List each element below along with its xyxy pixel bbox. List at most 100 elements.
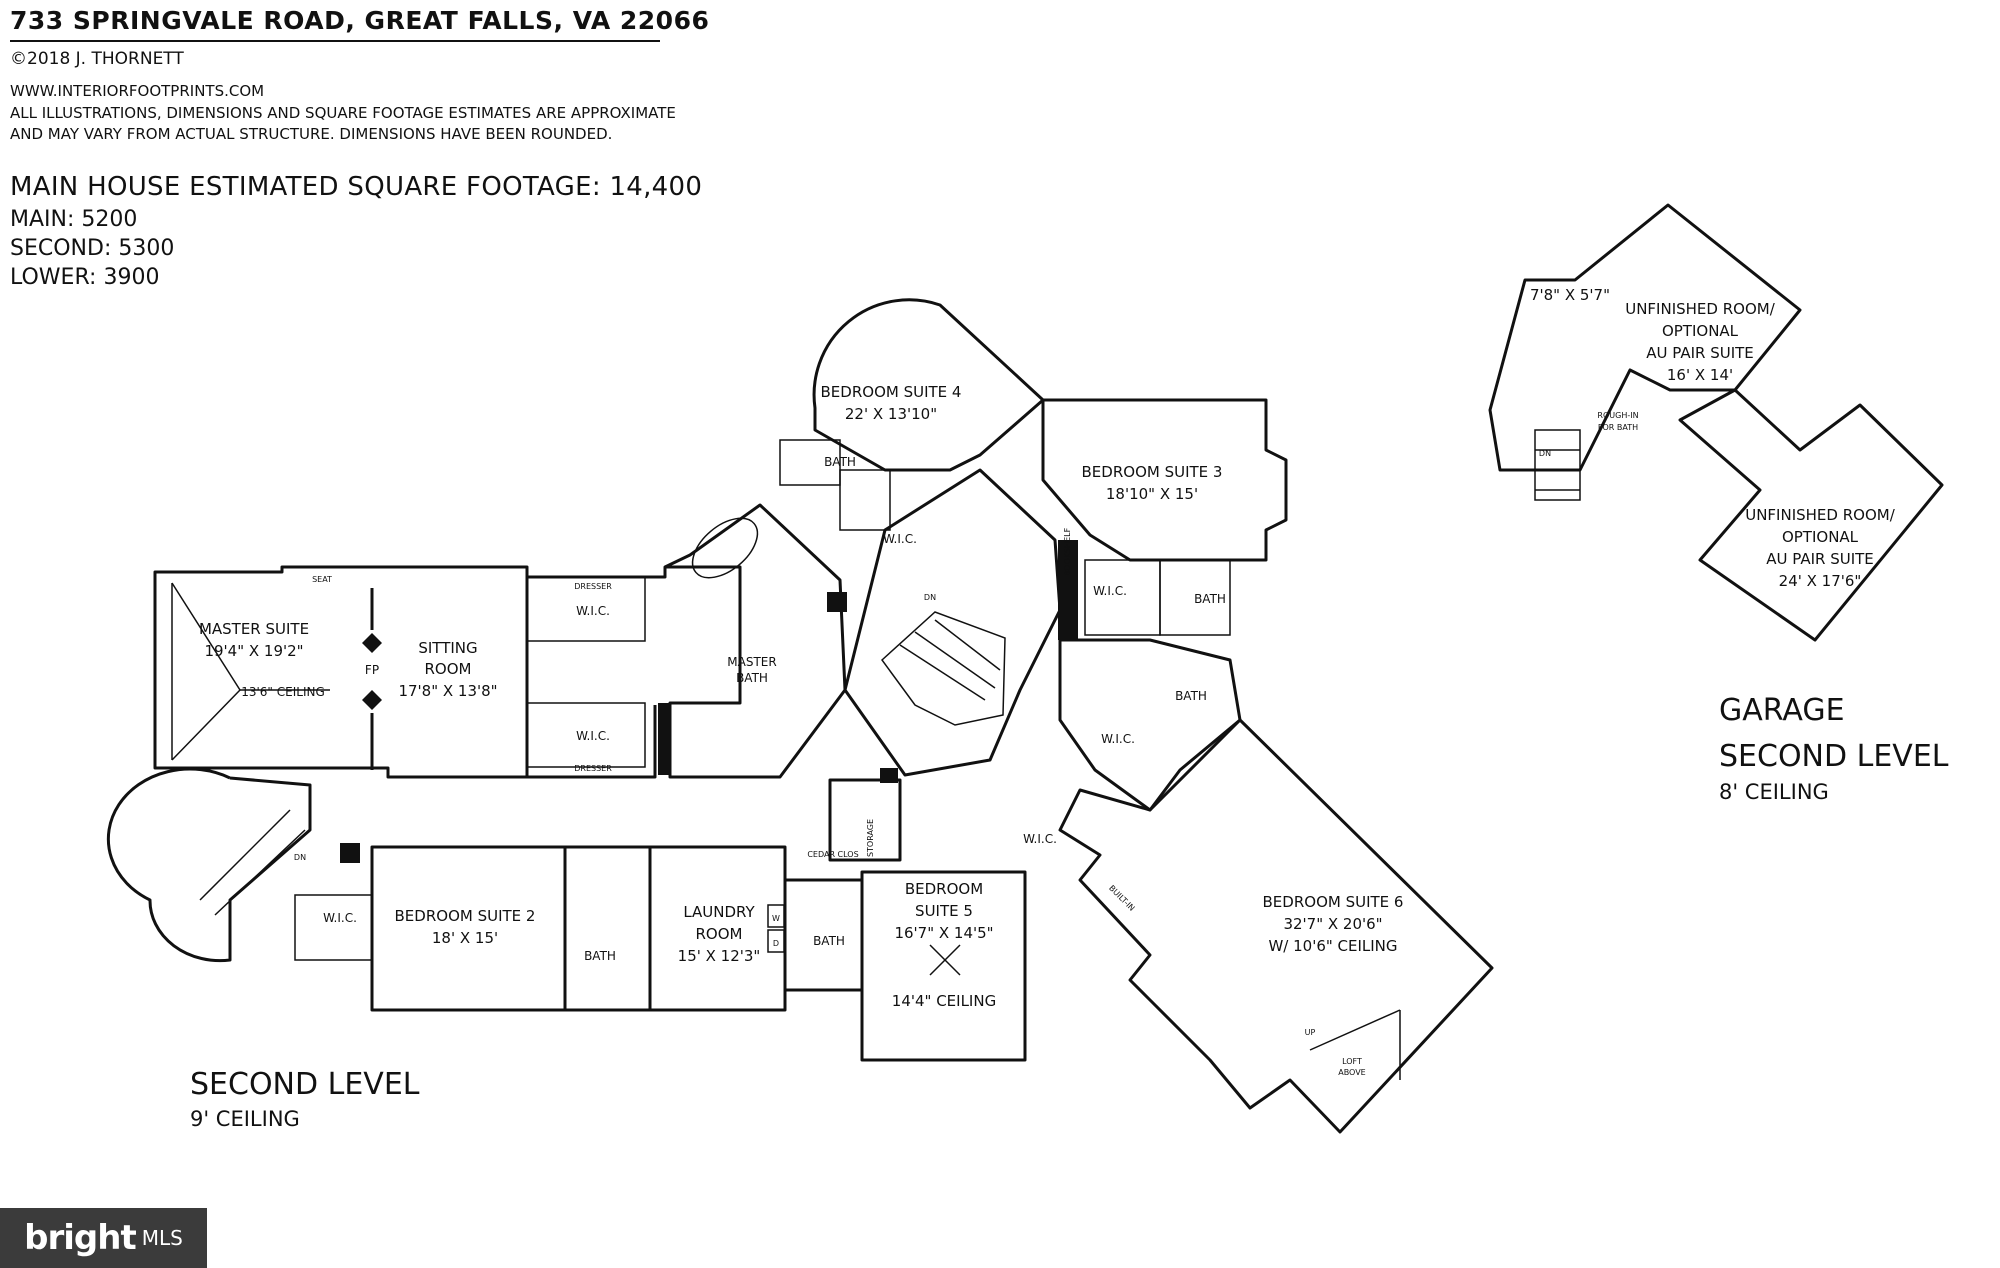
bath-label: BATH: [1175, 689, 1207, 703]
wic-label: W.I.C.: [576, 729, 610, 743]
wic-lower-walls: [527, 705, 657, 779]
bedroom-suite-4-walls: [812, 298, 1045, 472]
square-footage-second: SECOND: 5300: [10, 236, 175, 261]
loft-label-2: ABOVE: [1338, 1068, 1366, 1077]
wall-block: [1058, 540, 1078, 640]
bedroom-suite-3-dims: 18'10" X 15': [1106, 485, 1198, 503]
sitting-room-name-1: SITTING: [418, 639, 477, 657]
bedroom-suite-3-name: BEDROOM SUITE 3: [1082, 463, 1223, 481]
master-bath-walls: [663, 503, 847, 779]
bedroom-suite-6-dims: 32'7" X 20'6": [1283, 915, 1382, 933]
garage-title-line-2: SECOND LEVEL: [1719, 739, 1949, 774]
stair-dn-label: DN: [924, 593, 936, 602]
garage-upper-line-2: OPTIONAL: [1662, 322, 1739, 340]
garage-upper-line-1: UNFINISHED ROOM/: [1625, 300, 1775, 318]
wic-label: W.I.C.: [576, 604, 610, 618]
garage-labels: 7'8" X 5'7" UNFINISHED ROOM/ OPTIONAL AU…: [1530, 286, 1896, 590]
dresser-label: DRESSER: [574, 764, 612, 773]
wall-block: [658, 703, 670, 775]
bath-label: BATH: [1194, 592, 1226, 606]
bedroom-suite-6-walls: [1058, 718, 1494, 1134]
bath-5-walls: [783, 878, 864, 992]
bedroom-suite-5-ceiling: 14'4" CEILING: [892, 992, 996, 1010]
website-text: WWW.INTERIORFOOTPRINTS.COM: [10, 82, 265, 100]
square-footage-title: MAIN HOUSE ESTIMATED SQUARE FOOTAGE: 14,…: [10, 172, 703, 202]
stair-dn-label: DN: [294, 853, 306, 862]
washer: [767, 904, 785, 928]
master-suite-walls: [153, 565, 529, 779]
wic-label: W.I.C.: [1023, 832, 1057, 846]
stair-rail: [214, 829, 306, 916]
garage-upper-dims: 16' X 14': [1667, 366, 1733, 384]
bedroom-suite-6-ceiling: W/ 10'6" CEILING: [1268, 937, 1397, 955]
rough-in-label-1: ROUGH-IN: [1597, 411, 1638, 420]
square-footage-main: MAIN: 5200: [10, 207, 138, 232]
bedroom-suite-5-dims: 16'7" X 14'5": [894, 924, 993, 942]
master-bath-name-2: BATH: [736, 671, 768, 685]
garage-lower-dims: 24' X 17'6": [1779, 572, 1862, 590]
stair-tread: [899, 644, 986, 701]
garage-lower-line-1: UNFINISHED ROOM/: [1745, 506, 1895, 524]
bedroom-suite-5-name-1: BEDROOM: [905, 880, 983, 898]
bath-label: BATH: [584, 949, 616, 963]
stair-tower-walls: [106, 767, 312, 963]
laundry-name-2: ROOM: [696, 925, 743, 943]
wic-label: W.I.C.: [883, 532, 917, 546]
bedroom-suite-3-walls: [1041, 398, 1288, 562]
bright-mls-badge: bright MLS: [0, 1208, 207, 1268]
rough-in-label-2: FOR BATH: [1598, 423, 1638, 432]
master-suite-vault-line: [171, 689, 241, 761]
bath-3: [1159, 559, 1231, 636]
wall-block: [827, 592, 847, 612]
second-level-title: SECOND LEVEL: [190, 1067, 420, 1102]
wic-upper: [526, 576, 646, 642]
bedroom-suite-2-name: BEDROOM SUITE 2: [395, 907, 536, 925]
cedar-closet-label: CEDAR CLOS: [807, 850, 858, 859]
master-bath-name-1: MASTER: [727, 655, 776, 669]
loft-line: [1309, 1009, 1401, 1051]
fireplace-top: [362, 633, 382, 653]
garage-small-room-dims: 7'8" X 5'7": [1530, 286, 1610, 304]
property-address: 733 SPRINGVALE ROAD, GREAT FALLS, VA 220…: [10, 6, 710, 35]
bedroom-suite-5-name-2: SUITE 5: [915, 902, 973, 920]
garage-stair: [1534, 429, 1581, 501]
master-suite-vault-line: [171, 582, 241, 691]
square-footage-lower: LOWER: 3900: [10, 265, 160, 290]
sitting-room-dims: 17'8" X 13'8": [398, 682, 497, 700]
garage-upper-room-walls: [1488, 203, 1802, 472]
dryer: [767, 929, 785, 953]
bedroom-suite-4-dims: 22' X 13'10": [845, 405, 937, 423]
address-underline: [10, 40, 660, 42]
garage-upper-line-3: AU PAIR SUITE: [1646, 344, 1754, 362]
bright-logo-word: bright: [24, 1218, 137, 1258]
bath-label: BATH: [813, 934, 845, 948]
second-level-plan: [106, 298, 1494, 1134]
disclaimer-line-2: AND MAY VARY FROM ACTUAL STRUCTURE. DIME…: [10, 125, 613, 143]
copyright-text: ©2018 J. THORNETT: [10, 49, 184, 69]
disclaimer-line-1: ALL ILLUSTRATIONS, DIMENSIONS AND SQUARE…: [10, 104, 676, 122]
wic-label: W.I.C.: [323, 911, 357, 925]
central-staircase: [880, 611, 1006, 726]
wic-2: [294, 894, 373, 961]
fireplace-label: FP: [365, 663, 379, 677]
dresser-label: DRESSER: [574, 582, 612, 591]
bedroom-suite-4-name: BEDROOM SUITE 4: [821, 383, 962, 401]
wic-lower: [526, 702, 646, 768]
stair-hall-walls: [843, 468, 1062, 777]
garage-dn-label: DN: [1539, 449, 1551, 458]
stair-tread: [914, 631, 996, 689]
shower-4: [839, 469, 891, 531]
storage-walls: [828, 778, 902, 862]
bedroom-suite-6-name: BEDROOM SUITE 6: [1263, 893, 1404, 911]
wic-label: W.I.C.: [1093, 584, 1127, 598]
laundry-name-1: LAUNDRY: [683, 903, 755, 921]
master-suite-ceiling: 13'6" CEILING: [241, 685, 325, 699]
loft-label-1: LOFT: [1342, 1057, 1362, 1066]
up-label: UP: [1305, 1028, 1316, 1037]
wall-block: [340, 843, 360, 863]
washer-label: W: [772, 914, 780, 923]
second-level-labels: MASTER SUITE 19'4" X 19'2" 13'6" CEILING…: [199, 383, 1404, 1077]
master-tub: [691, 517, 759, 579]
master-suite-name: MASTER SUITE: [199, 620, 309, 638]
